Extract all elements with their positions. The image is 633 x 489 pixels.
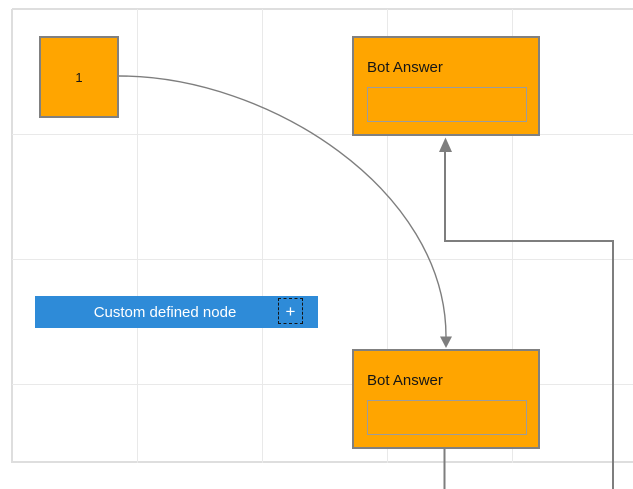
orthogonal-connector[interactable] bbox=[439, 137, 614, 489]
bot-answer-field[interactable] bbox=[367, 87, 527, 122]
add-icon[interactable]: + bbox=[278, 298, 303, 324]
bot-answer-field[interactable] bbox=[367, 400, 527, 435]
curved-connector-path[interactable] bbox=[118, 75, 447, 337]
bot-answer-node-top[interactable]: Bot Answer bbox=[352, 36, 540, 136]
bot-answer-title: Bot Answer bbox=[367, 59, 443, 76]
bot-answer-title: Bot Answer bbox=[367, 372, 443, 389]
custom-defined-node[interactable]: Custom defined node + bbox=[35, 296, 318, 328]
start-node-label: 1 bbox=[75, 69, 83, 85]
arrowhead-up-icon bbox=[439, 137, 452, 152]
bot-answer-node-bottom[interactable]: Bot Answer bbox=[352, 349, 540, 449]
arrowhead-down-icon bbox=[440, 336, 452, 348]
curved-connector[interactable] bbox=[118, 75, 452, 348]
start-node[interactable]: 1 bbox=[39, 36, 119, 118]
custom-defined-node-label: Custom defined node bbox=[93, 303, 237, 321]
orthogonal-connector-path[interactable] bbox=[444, 152, 614, 489]
